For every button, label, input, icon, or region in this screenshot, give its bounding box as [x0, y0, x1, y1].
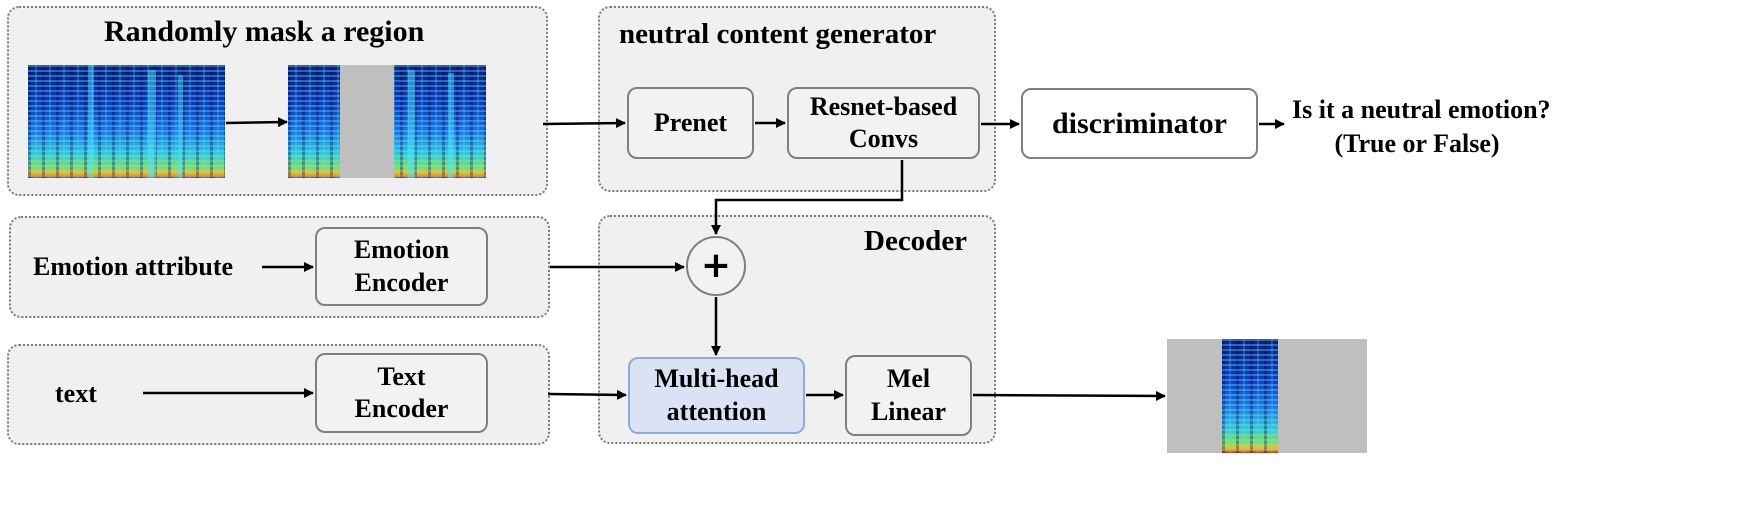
text-encoder-box: Text Encoder: [315, 353, 488, 433]
text-encoder-line1: Text: [377, 361, 426, 391]
arrow-mel-output: [972, 390, 1166, 401]
multi-head-attention-box: Multi-head attention: [628, 357, 805, 434]
masked-spectrogram: [288, 65, 486, 178]
prenet-box: Prenet: [627, 87, 754, 159]
emotion-attribute-label: Emotion attribute: [33, 252, 234, 281]
text-encoder-line2: Encoder: [354, 394, 449, 423]
sum-symbol: +: [700, 245, 732, 286]
arrow-resnet-sum: [711, 160, 904, 235]
mel-linear-box: Mel Linear: [845, 355, 972, 436]
question-line1: Is it a neutral emotion?: [1292, 95, 1551, 124]
resnet-label-line1: Resnet-based: [809, 91, 958, 121]
mel-line2: Linear: [870, 396, 947, 426]
attention-line1: Multi-head: [654, 364, 779, 393]
resnet-label-line2: Convs: [848, 124, 919, 153]
generator-panel-title: neutral content generator: [619, 18, 937, 50]
mask-region: [340, 65, 394, 178]
original-spectrogram: [28, 65, 225, 178]
arrow-mask: [225, 117, 288, 128]
resnet-convs-box: Resnet-based Convs: [787, 87, 980, 159]
emotion-encoder-line1: Emotion: [353, 235, 450, 264]
discriminator-box: discriminator: [1021, 88, 1258, 159]
arrow-to-prenet: [542, 118, 626, 129]
mel-line1: Mel: [886, 364, 931, 393]
emotion-encoder-line2: Encoder: [354, 267, 449, 297]
prenet-label: Prenet: [653, 107, 728, 137]
discriminator-label: discriminator: [1052, 106, 1227, 140]
decoder-panel-title: Decoder: [864, 225, 968, 257]
attention-line2: attention: [666, 396, 767, 426]
sum-node: +: [686, 236, 746, 296]
mask-panel-title: Randomly mask a region: [104, 15, 425, 48]
text-input-label: text: [55, 379, 97, 408]
discriminator-question: Is it a neutral emotion? (True or False): [1292, 93, 1551, 161]
emotion-encoder-box: Emotion Encoder: [315, 227, 488, 306]
arrow-text-to-attention: [547, 389, 627, 400]
output-spectrogram: [1222, 339, 1278, 453]
question-line2: (True or False): [1334, 128, 1500, 158]
